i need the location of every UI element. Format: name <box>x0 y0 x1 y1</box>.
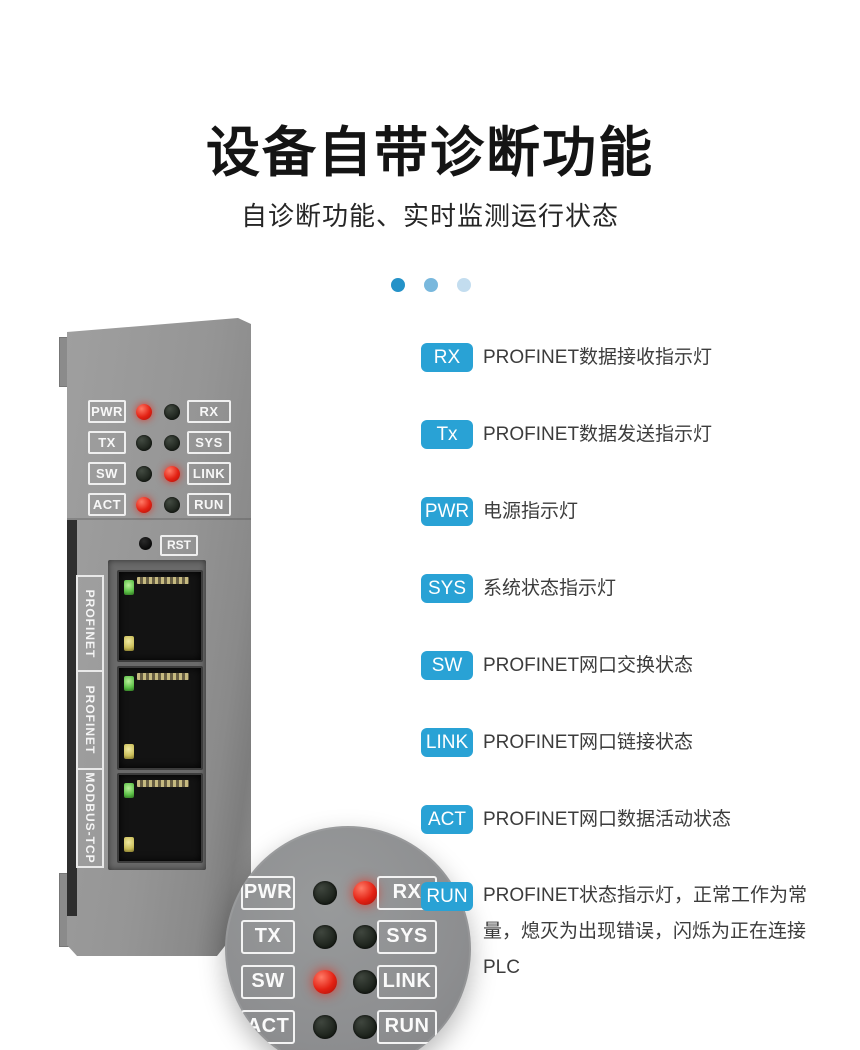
ethernet-port-1 <box>117 570 203 662</box>
legend-text: PROFINET数据接收指示灯 <box>483 347 713 368</box>
port-led-green-icon <box>124 580 134 595</box>
port-contacts <box>137 673 189 680</box>
led-label-pwr: PWR <box>88 400 126 423</box>
led-label-rx: RX <box>187 400 231 423</box>
port-label-profinet-1: PROFINET <box>76 575 104 672</box>
magnifier-circle: PWR RX TX SYS SW LINK ACT RUN <box>225 826 471 1050</box>
rx-led-indicator <box>353 881 377 905</box>
port-led-yellow-icon <box>124 636 134 651</box>
reset-label: RST <box>160 535 198 556</box>
led-label-tx: TX <box>241 920 295 954</box>
tx-led-indicator <box>136 435 152 451</box>
legend-text: PROFINET数据发送指示灯 <box>483 424 713 445</box>
port-label-text: MODBUS-TCP <box>83 772 97 864</box>
led-label-tx: TX <box>88 431 126 454</box>
port-led-yellow-icon <box>124 837 134 852</box>
link-led-indicator <box>353 970 377 994</box>
link-led-indicator <box>164 466 180 482</box>
port-label-modbus-tcp: MODBUS-TCP <box>76 768 104 868</box>
led-label-sw: SW <box>241 965 295 999</box>
legend-badge: LINK <box>421 728 473 757</box>
legend-item-pwr: PWR 电源指示灯 <box>421 497 578 526</box>
legend-item-sys: SYS 系统状态指示灯 <box>421 574 616 603</box>
device-photo: PWR RX TX SYS SW LINK ACT RUN RST <box>55 315 471 1050</box>
led-label-sys: SYS <box>377 920 437 954</box>
reset-button-hole <box>139 537 152 550</box>
legend-text: 系统状态指示灯 <box>483 578 617 599</box>
legend-item-rx: RX PROFINET数据接收指示灯 <box>421 343 712 372</box>
port-label-text: PROFINET <box>83 685 97 755</box>
decorative-dots <box>391 278 471 292</box>
page-subtitle: 自诊断功能、实时监测运行状态 <box>240 201 619 231</box>
legend-badge: ACT <box>421 805 473 834</box>
led-label-link: LINK <box>187 462 231 485</box>
led-row-pwr-rx: PWR RX <box>55 400 255 424</box>
sys-led-indicator <box>353 925 377 949</box>
led-label-sw: SW <box>88 462 126 485</box>
tx-led-indicator <box>313 925 337 949</box>
run-led-indicator <box>353 1015 377 1039</box>
act-led-indicator <box>313 1015 337 1039</box>
legend-badge: Tx <box>421 420 473 449</box>
sys-led-indicator <box>164 435 180 451</box>
legend-item-sw: SW PROFINET网口交换状态 <box>421 651 693 680</box>
pwr-led-indicator <box>136 404 152 420</box>
legend-badge: SW <box>421 651 473 680</box>
led-row-sw-link: SW LINK <box>55 462 255 486</box>
dot-icon <box>391 278 405 292</box>
led-label-pwr: PWR <box>241 876 295 910</box>
led-row-act-run: ACT RUN <box>55 493 255 517</box>
legend-item-tx: Tx PROFINET数据发送指示灯 <box>421 420 712 449</box>
ethernet-port-2 <box>117 666 203 770</box>
port-led-green-icon <box>124 783 134 798</box>
legend-item-act: ACT PROFINET网口数据活动状态 <box>421 805 731 834</box>
port-label-strip: PROFINET PROFINET MODBUS-TCP <box>76 575 104 868</box>
panel-seam <box>67 518 251 520</box>
magnified-led-row-sw-link: SW LINK <box>225 965 471 999</box>
sw-led-indicator <box>136 466 152 482</box>
dot-icon <box>457 278 471 292</box>
led-row-tx-sys: TX SYS <box>55 431 255 455</box>
sw-led-indicator <box>313 970 337 994</box>
legend-text: PROFINET网口链接状态 <box>483 732 694 753</box>
legend-text: PROFINET网口数据活动状态 <box>483 809 732 830</box>
legend-badge: RUN <box>421 882 473 911</box>
legend-text: PROFINET状态指示灯，正常工作为常量，熄灭为出现错误，闪烁为正在连接PLC <box>483 885 808 978</box>
port-label-profinet-2: PROFINET <box>76 670 104 770</box>
led-label-act: ACT <box>88 493 126 516</box>
legend-badge: SYS <box>421 574 473 603</box>
pwr-led-indicator <box>313 881 337 905</box>
led-label-sys: SYS <box>187 431 231 454</box>
legend-badge: RX <box>421 343 473 372</box>
page-title: 设备自带诊断功能 <box>206 123 654 183</box>
legend-item-run: RUN PROFINET状态指示灯，正常工作为常量，熄灭为出现错误，闪烁为正在连… <box>421 882 835 986</box>
port-label-text: PROFINET <box>83 589 97 658</box>
led-label-run: RUN <box>377 1010 437 1044</box>
rx-led-indicator <box>164 404 180 420</box>
ethernet-port-3 <box>117 773 203 863</box>
dot-icon <box>424 278 438 292</box>
side-gap-shadow <box>67 520 77 916</box>
legend-item-link: LINK PROFINET网口链接状态 <box>421 728 693 757</box>
run-led-indicator <box>164 497 180 513</box>
port-led-yellow-icon <box>124 744 134 759</box>
led-label-run: RUN <box>187 493 231 516</box>
magnified-led-row-act-run: ACT RUN <box>225 1010 471 1044</box>
port-led-green-icon <box>124 676 134 691</box>
legend-text: PROFINET网口交换状态 <box>483 655 694 676</box>
port-contacts <box>137 780 189 787</box>
act-led-indicator <box>136 497 152 513</box>
legend-badge: PWR <box>421 497 473 526</box>
magnified-led-row-pwr-rx: PWR RX <box>225 876 471 910</box>
legend-text: 电源指示灯 <box>483 501 579 522</box>
led-label-act: ACT <box>241 1010 295 1044</box>
magnified-led-row-tx-sys: TX SYS <box>225 920 471 954</box>
port-contacts <box>137 577 189 584</box>
led-label-link: LINK <box>377 965 437 999</box>
